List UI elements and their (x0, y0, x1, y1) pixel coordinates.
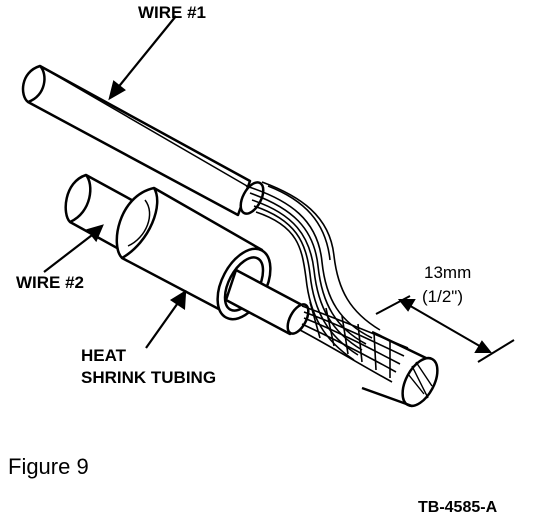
leader-tubing (145, 289, 187, 349)
label-wire-1: WIRE #1 (138, 3, 207, 22)
label-tubing-line-2: SHRINK TUBING (81, 368, 217, 387)
wire-2-through-tubing (224, 268, 310, 336)
label-dimension-metric: 13mm (424, 263, 472, 282)
leader-wire-2 (43, 224, 104, 273)
label-wire-2: WIRE #2 (16, 273, 85, 292)
leader-wire-1 (108, 15, 177, 101)
splice-end (361, 330, 439, 408)
label-tubing-line-1: HEAT (81, 346, 127, 365)
figure-caption: Figure 9 (8, 454, 89, 479)
dimension-marker (375, 295, 515, 363)
label-dimension-imperial: (1/2") (422, 287, 463, 306)
wire-1-strands (245, 181, 381, 361)
wire-1-body (21, 64, 252, 217)
figure-code: TB-4585-A (418, 499, 498, 516)
